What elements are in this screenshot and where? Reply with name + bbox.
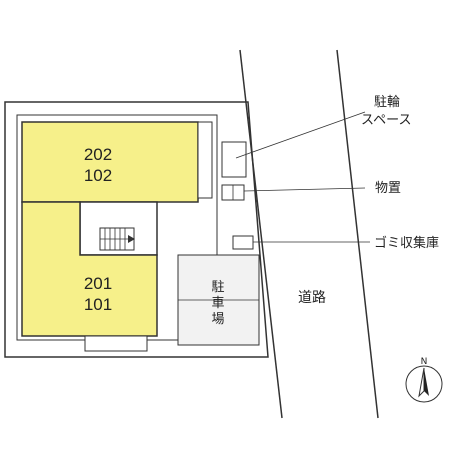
parking-label-1: 駐 [211, 280, 224, 295]
staircase-icon [99, 227, 135, 251]
garbage-station [232, 235, 254, 250]
parking-label-2: 車 [211, 296, 224, 311]
unit-label-102: 102 [84, 166, 112, 185]
balcony-lower [84, 335, 148, 352]
building-upper [21, 121, 199, 203]
compass-icon [405, 365, 443, 403]
unit-label-101: 101 [84, 295, 112, 314]
parking-label-3: 場 [211, 312, 224, 327]
bike-label-line1: 駐輪 [374, 94, 400, 110]
balcony-upper [197, 121, 213, 199]
storage-callout-line [243, 187, 366, 192]
garbage-label: ゴミ収集庫 [374, 235, 439, 251]
compass-north-label: N [421, 357, 428, 367]
unit-label-201: 201 [84, 274, 112, 293]
bike-space [221, 141, 247, 178]
bike-label-line2: スペース [361, 113, 411, 128]
unit-label-202: 202 [84, 145, 112, 164]
road-edge-left [239, 49, 283, 419]
building-lower [21, 201, 158, 337]
storage-label: 物置 [375, 181, 401, 196]
road-label: 道路 [298, 290, 326, 306]
bike-callout-line [235, 111, 366, 159]
road-edge-right [336, 49, 379, 419]
